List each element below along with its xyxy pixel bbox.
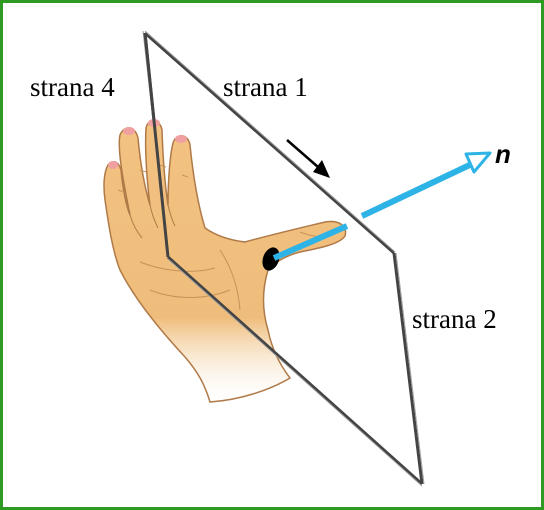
label-side-4: strana 4 — [30, 72, 115, 102]
fingernail — [123, 127, 135, 135]
vector-origin-dot — [262, 247, 280, 271]
knuckle-mark — [117, 164, 189, 193]
loop-side-2 — [392, 252, 424, 485]
normal-vector-shaft-back — [360, 159, 478, 219]
loop-side-4 — [143, 32, 170, 258]
finger-line — [149, 204, 159, 229]
palm-crease — [219, 249, 241, 311]
palm-crease — [149, 289, 231, 298]
fingernail — [108, 161, 118, 169]
palm-crease — [139, 261, 216, 272]
finger-line — [167, 204, 176, 227]
fingernail — [175, 135, 187, 143]
label-side-1: strana 1 — [223, 72, 308, 102]
normal-vector-shaft-front — [272, 223, 349, 261]
right-hand — [103, 119, 347, 403]
hand-shape — [103, 120, 347, 403]
normal-vector — [272, 151, 492, 261]
loop-side-1 — [144, 31, 395, 255]
loop-front-edges — [143, 30, 425, 487]
label-normal-vector: n — [495, 139, 511, 169]
normal-vector-arrowhead — [464, 151, 492, 174]
loop-side-3 — [167, 255, 423, 486]
finger-line — [129, 214, 143, 239]
current-direction-arrow — [286, 139, 330, 178]
label-side-2: strana 2 — [412, 304, 497, 334]
